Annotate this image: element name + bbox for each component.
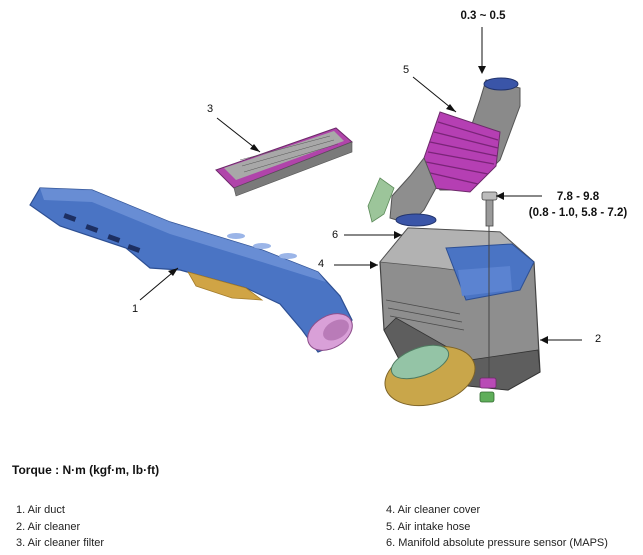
- legend-left: 1. Air duct 2. Air cleaner 3. Air cleane…: [16, 502, 104, 552]
- legend-item: 5. Air intake hose: [386, 520, 471, 533]
- callout-6: 6: [332, 229, 339, 241]
- legend-item: 6. Manifold absolute pressure sensor (MA…: [386, 537, 608, 549]
- legend-item: 2. Air cleaner: [16, 520, 81, 533]
- maps-sensor-bolt-part: [479, 191, 498, 403]
- torque-heading: Torque : N·m (kgf·m, lb·ft): [12, 463, 160, 477]
- air-inlet-part: [384, 344, 476, 407]
- air-intake-hose-part: [367, 77, 521, 227]
- legend-item: 1. Air duct: [16, 504, 65, 516]
- torque-value-bolt-line1: 7.8 - 9.8: [556, 191, 600, 203]
- callout-4: 4: [318, 258, 325, 270]
- torque-value-bolt-line2: (0.8 - 1.0, 5.8 - 7.2): [528, 207, 628, 219]
- legend-right: 4. Air cleaner cover 5. Air intake hose …: [386, 502, 608, 552]
- callout-1: 1: [132, 303, 139, 315]
- callout-3: 3: [207, 103, 214, 115]
- legend-item: 4. Air cleaner cover: [386, 504, 481, 516]
- legend-item: 3. Air cleaner filter: [16, 537, 105, 549]
- exploded-parts-diagram: [29, 27, 582, 407]
- torque-value-hose-clamp: 0.3 ~ 0.5: [460, 10, 506, 22]
- callout-5: 5: [403, 64, 410, 76]
- air-duct-part: [29, 187, 353, 353]
- air-cleaner-filter-part: [215, 127, 353, 197]
- callout-2: 2: [595, 333, 602, 345]
